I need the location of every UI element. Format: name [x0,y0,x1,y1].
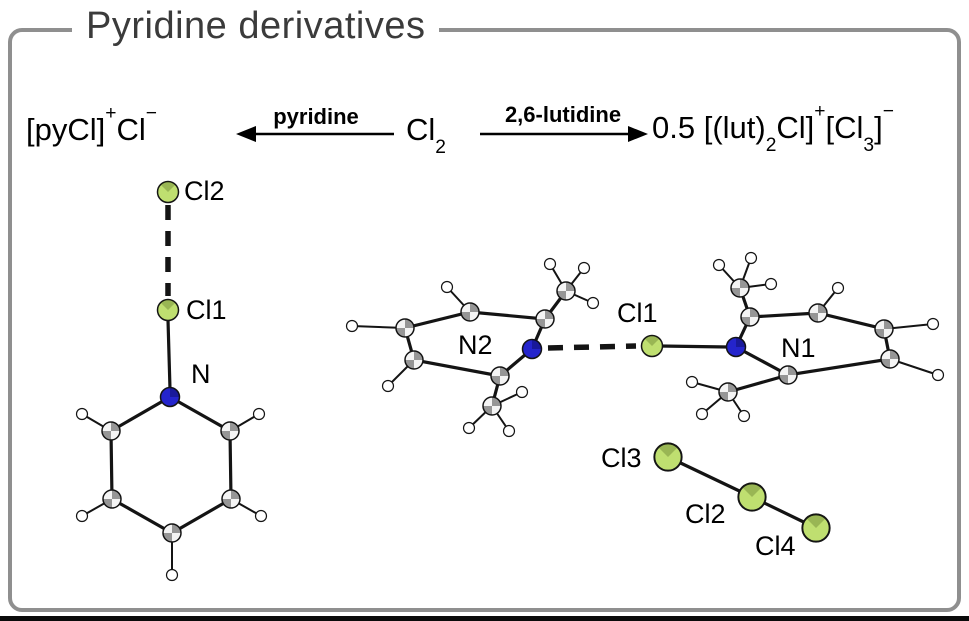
hydrogen-atom [165,568,179,582]
figure-title: Pyridine derivatives [72,2,440,50]
hydrogen-atom [502,424,516,438]
trichloride-anion-structure [653,442,831,543]
carbon-atom [535,309,555,329]
atom-Cl2 [156,180,180,204]
bond-cl1-n [166,318,172,391]
atom-Cl1 [156,298,180,322]
carbon-atom [395,318,415,338]
label-n-left: N [191,359,211,389]
carbon-atom [220,421,240,441]
hydrogen-atom [586,296,600,310]
carbon-atom [880,349,900,369]
atom-Cl2 [737,482,767,512]
left-arrow-reagent-label: pyridine [273,104,359,129]
hydrogen-atom [381,379,395,393]
carbon-atom [556,281,576,301]
formula-fragment: 0.5 [(lut) [652,110,766,145]
hydrogen-atom [695,407,709,421]
hydrogen-atom [440,280,454,294]
carbon-atom [740,307,760,327]
hydrogen-atom [577,261,591,275]
nitrogen-atoms [159,386,181,408]
carbon-atom [404,350,424,370]
carbon-atom [718,382,738,402]
formula-fragment: [Cl [825,110,864,145]
hydrogen-atom [75,509,89,523]
hydrogen-atom [345,319,359,333]
reactant-formula: Cl2 [406,112,446,158]
atom-N1 [725,336,747,358]
chlorine-atoms [640,334,664,358]
formula-subscript: 2 [435,136,446,158]
label-n2: N2 [458,330,493,360]
formula-superscript: − [145,103,157,125]
carbon-atom [490,366,510,386]
hydrogen-atom [515,385,529,399]
hydrogen-atom [252,407,266,421]
formula-subscript: 2 [765,134,777,156]
label-cl1-center: Cl1 [617,298,658,328]
hydrogen-atom [926,317,940,331]
atom-N2 [521,338,543,360]
hydrogen-atom [685,375,699,389]
formula-fragment: ] [874,110,883,145]
label-cl2-left: Cl2 [184,176,225,206]
hydrogen-atom [712,258,726,272]
carbon-atom [808,303,828,323]
carbon-atom [162,523,182,543]
carbon-atom [482,396,502,416]
atom-N [159,386,181,408]
hydrogen-atom [931,368,945,382]
label-cl3: Cl3 [601,443,642,473]
product-left-formula: [pyCl]+Cl− [26,103,157,148]
carbon-atom [730,278,750,298]
bond-cl1-n1 [658,344,730,349]
hydrogen-atom [75,407,89,421]
formula-subscript: 3 [863,134,875,156]
label-n1: N1 [781,333,816,363]
formula-superscript: − [882,101,894,123]
carbon-atoms [101,421,241,543]
right-arrow-reagent-label: 2,6-lutidine [504,102,622,127]
carbon-atom [778,365,798,385]
formula-fragment: Cl [406,112,436,147]
hydrogen-atom [462,421,476,435]
pyridine-ring-bonds [109,395,233,535]
bond-cl3-cl2 [666,455,754,499]
left-arrow [236,126,394,142]
carbon-atom [460,302,480,322]
carbon-atom [101,421,121,441]
carbon-atom [102,489,122,509]
carbon-atom [221,489,241,509]
formula-superscript: + [105,103,117,125]
atom-Cl3 [653,442,683,472]
hydrogen-atom [764,277,778,291]
bis-lutidine-chloronium-structure [345,251,945,438]
hydrogen-atom [831,281,845,295]
formula-fragment: [pyCl] [26,112,106,147]
atom-Cl4 [801,513,831,543]
hydrogen-atom [737,409,751,423]
formula-fragment: Cl] [776,110,815,145]
label-cl2-anion: Cl2 [685,499,726,529]
halogen-bond-n2-cl1 [547,343,637,351]
formula-superscript: + [814,101,826,123]
formula-fragment: Cl [116,112,146,147]
pyridinium-structure [75,180,268,582]
right-arrow [480,126,648,142]
frame-border [8,28,961,612]
chlorine-atoms [653,442,831,543]
hydrogen-atom [744,251,758,265]
hydrogen-atom [254,509,268,523]
product-right-formula: 0.5 [(lut)2Cl]+[Cl3]− [652,101,894,156]
chlorine-atoms [156,180,180,322]
atom-Cl1 [640,334,664,358]
label-cl4: Cl4 [755,531,796,561]
carbon-atom [874,319,894,339]
bottom-edge-bar [0,616,969,621]
hydrogen-atom [543,257,557,271]
label-cl1-left: Cl1 [186,295,227,325]
